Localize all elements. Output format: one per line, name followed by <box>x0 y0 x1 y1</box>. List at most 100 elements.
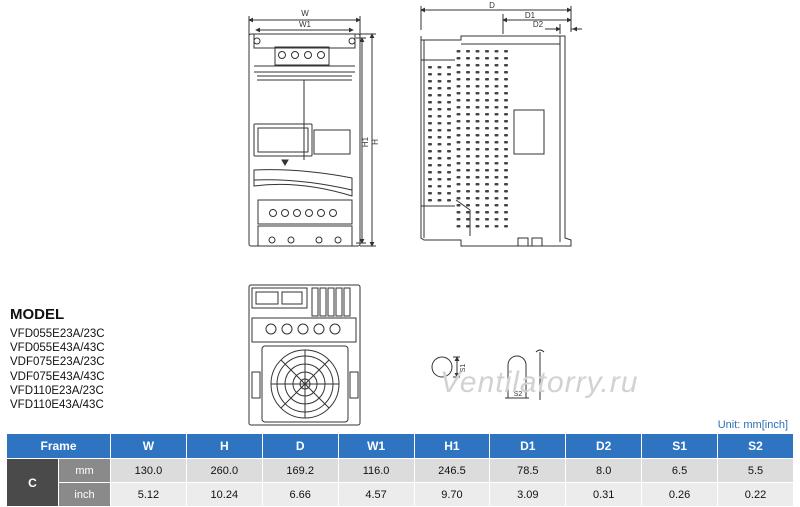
table-cell: 5.5 <box>717 458 794 483</box>
vent-slot <box>494 148 499 151</box>
vent-slot <box>504 204 508 207</box>
vent-slot <box>475 71 480 74</box>
vent-slot <box>456 225 461 228</box>
vent-slot <box>437 185 442 188</box>
unit-cell: inch <box>58 482 111 507</box>
vent-slot <box>504 162 508 165</box>
vent-slot <box>456 99 461 102</box>
model-list: VFD055E23A/23C VFD055E43A/43C VDF075E23A… <box>10 327 105 412</box>
w-label: W <box>301 9 309 18</box>
vent-slot <box>494 113 499 116</box>
vent-slot <box>475 197 480 200</box>
table-cell: 260.0 <box>185 458 263 483</box>
vent-slot <box>485 169 489 172</box>
vent-slot <box>475 162 480 165</box>
vent-slot <box>494 85 499 88</box>
vent-slot <box>466 204 470 207</box>
vent-slot <box>475 141 480 144</box>
unit-cell: mm <box>58 458 111 483</box>
vent-slot <box>504 169 508 172</box>
vent-slot <box>494 141 499 144</box>
vent-slot <box>485 162 489 165</box>
vent-slot <box>494 134 499 137</box>
vent-slot <box>466 127 470 130</box>
table-cell: 0.22 <box>717 482 794 507</box>
column-header: D2 <box>565 433 643 459</box>
column-header: D1 <box>489 433 567 459</box>
vent-slot <box>466 134 470 137</box>
vent-slot <box>437 101 442 104</box>
vent-slot <box>494 183 499 186</box>
vent-slot <box>428 101 432 104</box>
vent-slot <box>485 218 489 221</box>
vent-slot <box>494 64 499 67</box>
vent-slot <box>494 57 499 60</box>
vent-slot <box>466 71 470 74</box>
side-view <box>420 6 582 247</box>
h-label: H <box>371 139 380 145</box>
h1-label: H1 <box>361 136 370 147</box>
vent-slot <box>494 190 499 193</box>
vent-slot <box>447 171 451 174</box>
vent-slot <box>456 162 461 165</box>
vent-slot <box>494 225 499 228</box>
s2-label: S2 <box>514 391 523 398</box>
s1-label: S1 <box>460 364 467 373</box>
vent-slot <box>428 171 432 174</box>
vent-slot <box>428 73 432 76</box>
vent-slot <box>437 150 442 153</box>
vent-slot <box>447 185 451 188</box>
vent-slot <box>485 57 489 60</box>
vent-slot <box>475 127 480 130</box>
vent-slot <box>494 106 499 109</box>
vent-slot <box>437 129 442 132</box>
vent-slot <box>447 129 451 132</box>
column-header: D <box>261 433 339 459</box>
vent-slot <box>485 225 489 228</box>
vent-slot <box>447 80 451 83</box>
vent-slot <box>475 169 480 172</box>
vent-slot <box>485 64 489 67</box>
vent-slot <box>428 129 432 132</box>
vent-slot <box>466 169 470 172</box>
vent-slot <box>504 148 508 151</box>
vent-slot <box>475 204 480 207</box>
vent-slot <box>466 50 470 53</box>
vent-slot <box>504 64 508 67</box>
vent-slot <box>475 106 480 109</box>
vent-slot <box>447 115 451 118</box>
vent-slot <box>485 127 489 130</box>
vent-slot <box>504 155 508 158</box>
model-item: VDF075E23A/23C <box>10 356 105 369</box>
table-cell: 9.70 <box>413 482 491 507</box>
vent-slot <box>428 136 432 139</box>
vent-slot <box>504 106 508 109</box>
vent-slot <box>456 141 461 144</box>
table-cell: 169.2 <box>261 458 339 483</box>
vent-slot <box>466 85 470 88</box>
vent-slot <box>466 92 470 95</box>
model-item: VFD110E23A/23C <box>10 384 104 397</box>
vent-slot <box>437 178 442 181</box>
table-cell: 3.09 <box>489 482 567 507</box>
vent-slot <box>475 183 480 186</box>
vent-slot <box>437 108 442 111</box>
vent-slot <box>428 157 432 160</box>
vent-slot <box>456 127 461 130</box>
vent-slot <box>466 99 470 102</box>
vent-slot <box>475 134 480 137</box>
vent-slot <box>485 71 489 74</box>
vent-slot <box>485 113 489 116</box>
vent-slot <box>428 87 432 90</box>
vent-slot <box>504 57 508 60</box>
table-cell: 8.0 <box>565 458 643 483</box>
vent-slot <box>485 85 489 88</box>
frame-cell: C <box>6 458 59 507</box>
vent-slot <box>447 192 451 195</box>
vent-slot <box>504 78 508 81</box>
vent-slot <box>504 141 508 144</box>
vent-slot <box>494 211 499 214</box>
vent-slot <box>437 73 442 76</box>
vent-slot <box>504 183 508 186</box>
vent-slot <box>485 197 489 200</box>
